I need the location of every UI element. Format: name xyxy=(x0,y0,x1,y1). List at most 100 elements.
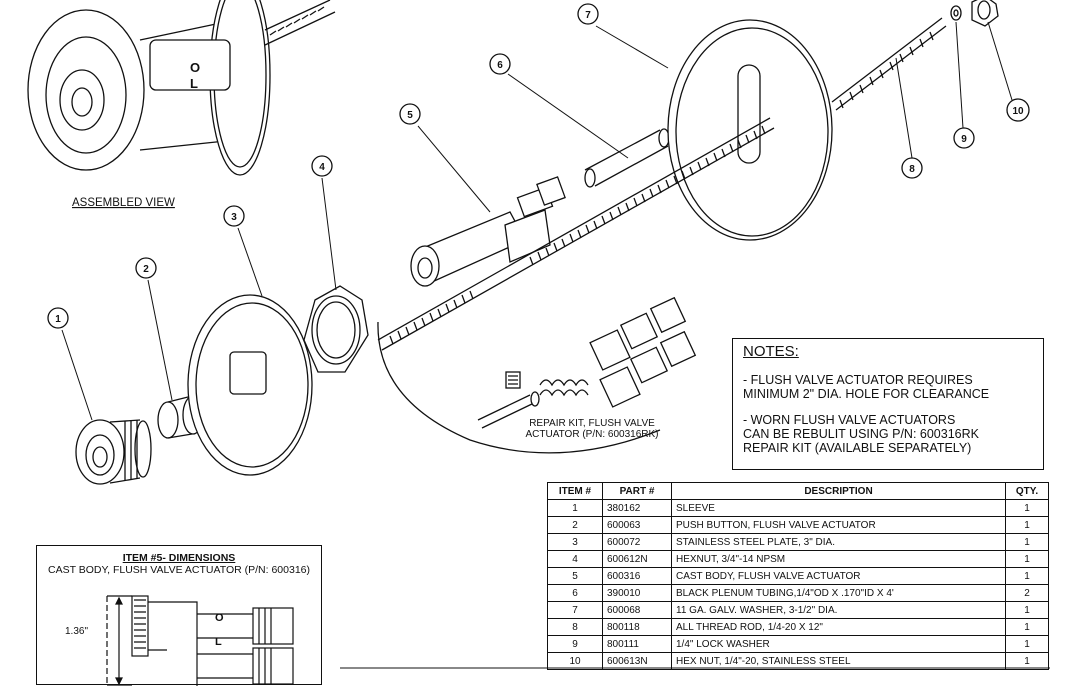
part-10-hex-nut xyxy=(971,0,999,27)
balloon-6 xyxy=(489,53,511,75)
balloon-1-number: 1 xyxy=(55,314,61,325)
bom-cell-item: 6 xyxy=(547,584,603,602)
balloon-8-number: 8 xyxy=(909,164,915,175)
bom-cell-part: 390010 xyxy=(602,584,672,602)
bom-cell-part: 380162 xyxy=(602,499,672,517)
bom-cell-part: 600612N xyxy=(602,550,672,568)
balloon-4 xyxy=(311,155,333,177)
bom-cell-qty: 1 xyxy=(1005,601,1049,619)
bom-header-row: ITEM # PART # DESCRIPTION QTY. xyxy=(547,482,1049,500)
part-1-sleeve xyxy=(75,419,152,485)
balloon-10 xyxy=(1006,98,1030,122)
bom-cell-qty: 1 xyxy=(1005,499,1049,517)
balloon-2 xyxy=(135,257,157,279)
dimension-marking-o: O xyxy=(215,612,224,624)
repair-kit-label-line1: REPAIR KIT, FLUSH VALVE xyxy=(529,418,655,429)
bom-cell-qty: 1 xyxy=(1005,618,1049,636)
balloon-4-number: 4 xyxy=(319,162,325,173)
item-5-dimensions-box: ITEM #5- DIMENSIONS CAST BODY, FLUSH VAL… xyxy=(36,545,322,686)
bom-cell-description: ALL THREAD ROD, 1/4-20 X 12" xyxy=(671,618,1006,636)
bom-cell-description: BLACK PLENUM TUBING,1/4"OD X .170"ID X 4… xyxy=(671,584,1006,602)
bom-header-part: PART # xyxy=(602,482,672,500)
balloon-9 xyxy=(953,127,975,149)
bom-cell-item: 9 xyxy=(547,635,603,653)
bom-cell-qty: 1 xyxy=(1005,516,1049,534)
part-6-tubing xyxy=(584,128,670,188)
notes-box: NOTES: - FLUSH VALVE ACTUATOR REQUIRES M… xyxy=(732,338,1044,470)
bom-cell-item: 7 xyxy=(547,601,603,619)
bom-cell-description: 1/4" LOCK WASHER xyxy=(671,635,1006,653)
bom-cell-qty: 1 xyxy=(1005,550,1049,568)
bom-cell-qty: 1 xyxy=(1005,567,1049,585)
note-2: - WORN FLUSH VALVE ACTUATORS CAN BE REBU… xyxy=(743,413,979,455)
bom-cell-part: 800111 xyxy=(602,635,672,653)
repair-kit xyxy=(377,296,697,454)
bom-header-qty: QTY. xyxy=(1005,482,1049,500)
balloon-1 xyxy=(47,307,69,329)
balloon-3-number: 3 xyxy=(231,212,237,223)
dimension-box-title: ITEM #5- DIMENSIONS xyxy=(122,552,236,564)
bom-cell-item: 2 xyxy=(547,516,603,534)
balloon-5 xyxy=(399,103,421,125)
assembled-marking-o: O xyxy=(190,60,200,75)
bom-cell-description: STAINLESS STEEL PLATE, 3" DIA. xyxy=(671,533,1006,551)
height-dimension-value: 1.36" xyxy=(65,626,89,637)
balloon-5-number: 5 xyxy=(407,110,413,121)
balloon-10-number: 10 xyxy=(1012,106,1024,117)
bom-cell-description: 11 GA. GALV. WASHER, 3-1/2" DIA. xyxy=(671,601,1006,619)
balloon-6-number: 6 xyxy=(497,60,503,71)
bom-cell-description: HEXNUT, 3/4"-14 NPSM xyxy=(671,550,1006,568)
part-3-plate xyxy=(187,294,313,476)
part-9-lock-washer xyxy=(950,5,962,21)
bom-cell-item: 10 xyxy=(547,652,603,670)
bom-cell-part: 600068 xyxy=(602,601,672,619)
balloon-7 xyxy=(577,3,599,25)
bom-cell-description: SLEEVE xyxy=(671,499,1006,517)
part-5-cast-body xyxy=(410,176,566,287)
bom-cell-qty: 1 xyxy=(1005,652,1049,670)
balloon-7-number: 7 xyxy=(585,10,591,21)
part-8-all-thread-rod xyxy=(377,17,947,351)
balloon-2-number: 2 xyxy=(143,264,149,275)
balloon-3 xyxy=(223,205,245,227)
assembled-marking-l: L xyxy=(190,76,198,91)
bom-cell-qty: 2 xyxy=(1005,584,1049,602)
bom-cell-item: 5 xyxy=(547,567,603,585)
assembled-view-label: ASSEMBLED VIEW xyxy=(72,197,175,209)
bom-cell-description: HEX NUT, 1/4"-20, STAINLESS STEEL xyxy=(671,652,1006,670)
balloon-9-number: 9 xyxy=(961,134,967,145)
dimension-marking-l: L xyxy=(215,636,222,648)
bom-cell-item: 4 xyxy=(547,550,603,568)
bom-cell-item: 3 xyxy=(547,533,603,551)
bom-header-item: ITEM # xyxy=(547,482,603,500)
bom-cell-part: 800118 xyxy=(602,618,672,636)
bom-cell-part: 600613N xyxy=(602,652,672,670)
balloon-8 xyxy=(901,157,923,179)
notes-title: NOTES: xyxy=(743,343,799,360)
note-1: - FLUSH VALVE ACTUATOR REQUIRES MINIMUM … xyxy=(743,373,990,401)
balloons xyxy=(47,3,1030,329)
repair-kit-label-line2: ACTUATOR (P/N: 600316RK) xyxy=(525,429,658,440)
bom-cell-part: 600063 xyxy=(602,516,672,534)
assembled-view xyxy=(27,0,336,176)
bom-cell-qty: 1 xyxy=(1005,533,1049,551)
part-4-hexnut xyxy=(303,285,369,373)
bom-cell-qty: 1 xyxy=(1005,635,1049,653)
balloon-leaders xyxy=(61,21,1013,421)
bom-cell-part: 600316 xyxy=(602,567,672,585)
bom-cell-item: 8 xyxy=(547,618,603,636)
bom-cell-item: 1 xyxy=(547,499,603,517)
bom-cell-description: CAST BODY, FLUSH VALVE ACTUATOR xyxy=(671,567,1006,585)
